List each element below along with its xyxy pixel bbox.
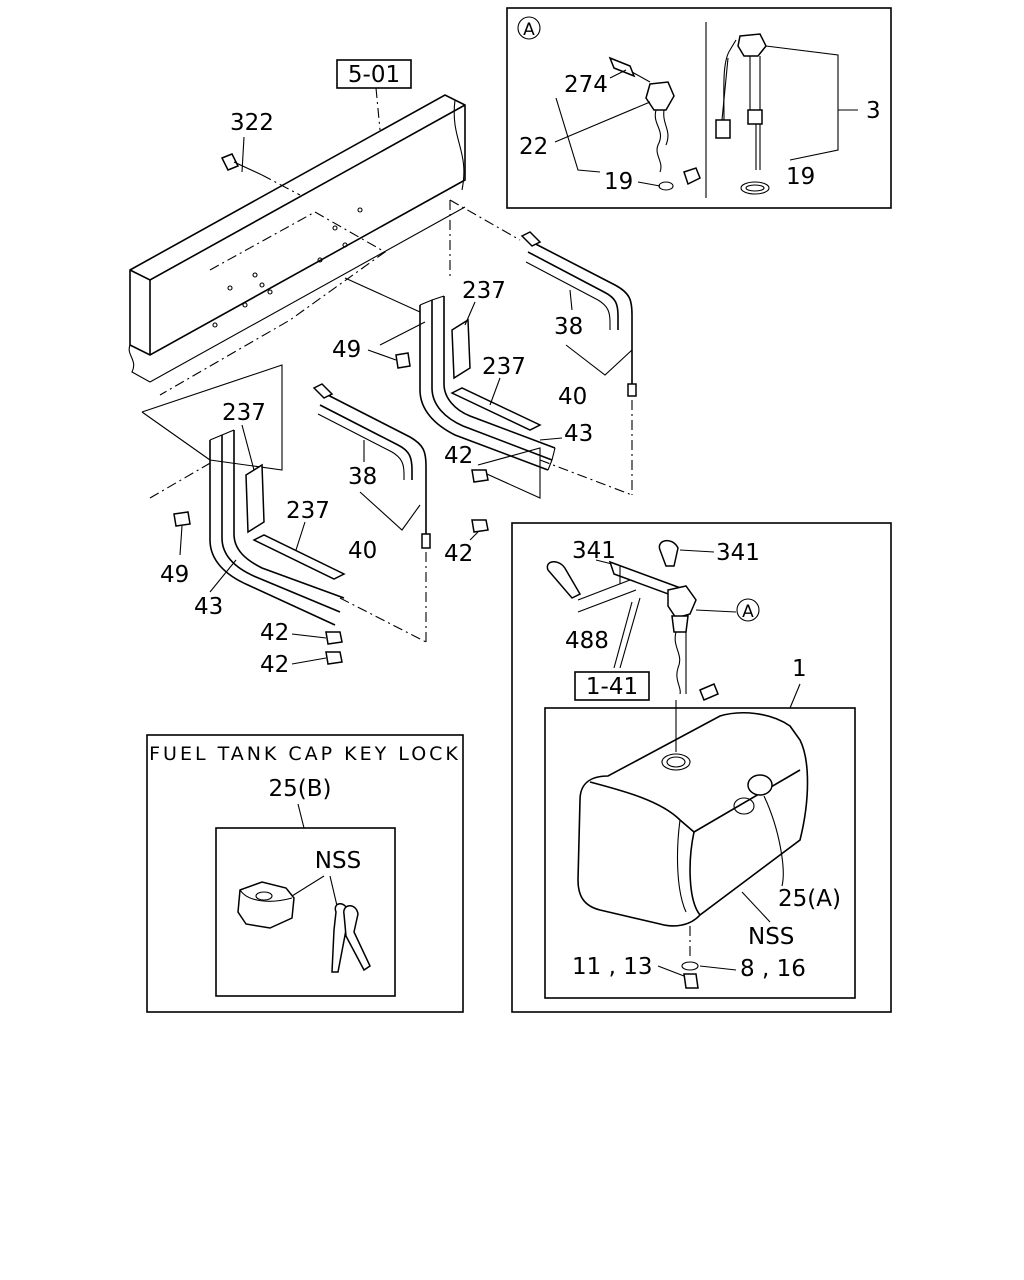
frame-rail [128,94,466,396]
cap-25b-label: 25(B) [269,776,332,802]
fuel-tank-panel: 341 341 488 A 1-41 1 [511,522,892,1013]
tank-1-label: 1 [792,656,807,682]
band-40-label-b: 40 [348,538,377,564]
bracket-assembly-left [141,364,431,665]
keylock-title: FUEL TANK CAP KEY LOCK [149,743,461,765]
clip-341-label-right: 341 [716,540,760,566]
strap-237-label-b: 237 [482,354,526,380]
reference-1-41-label: 1-41 [586,674,638,700]
drain-plug-label: 11 , 13 [572,954,652,980]
nut-42-label-d: 42 [260,652,289,678]
band-38-label-a: 38 [554,314,583,340]
nut-49-label-b: 49 [160,562,189,588]
keylock-nss-label: NSS [315,848,361,874]
cap-25a-label: 25(A) [778,886,841,912]
tank-nss-label: NSS [748,924,794,950]
nut-42-label-a: 42 [444,443,473,469]
part-274-label: 274 [564,72,608,98]
nut-42-label-c: 42 [260,620,289,646]
detail-a-marker: A [523,20,535,40]
keylock-panel: FUEL TANK CAP KEY LOCK 25(B) NSS [146,734,464,1013]
strap-237-label-a: 237 [462,278,506,304]
reference-5-01-label: 5-01 [348,62,400,88]
washer-label: 8 , 16 [740,956,806,982]
band-40-label-a: 40 [558,384,587,410]
nut-42-label-b: 42 [444,541,473,567]
reference-5-01: 5-01 [336,59,412,131]
bolt-322-label: 322 [230,110,274,136]
nut-49-label-a: 49 [332,337,361,363]
part-22-label: 22 [519,134,548,160]
clip-341-label-left: 341 [572,538,616,564]
strap-237-label-d: 237 [286,498,330,524]
part-19-label-right: 19 [786,164,815,190]
detail-a-panel: A 274 22 19 19 3 [506,7,892,209]
part-19-label-left: 19 [604,169,633,195]
part-488-label: 488 [565,628,609,654]
bracket-43-label-b: 43 [194,594,223,620]
strap-237-label-c: 237 [222,400,266,426]
part-3-label: 3 [866,98,881,124]
bracket-43-label-a: 43 [564,421,593,447]
band-38-label-b: 38 [348,464,377,490]
tank-a-marker: A [742,602,754,622]
bolt-322: 322 [220,110,301,196]
bracket-assembly-right [344,199,637,533]
